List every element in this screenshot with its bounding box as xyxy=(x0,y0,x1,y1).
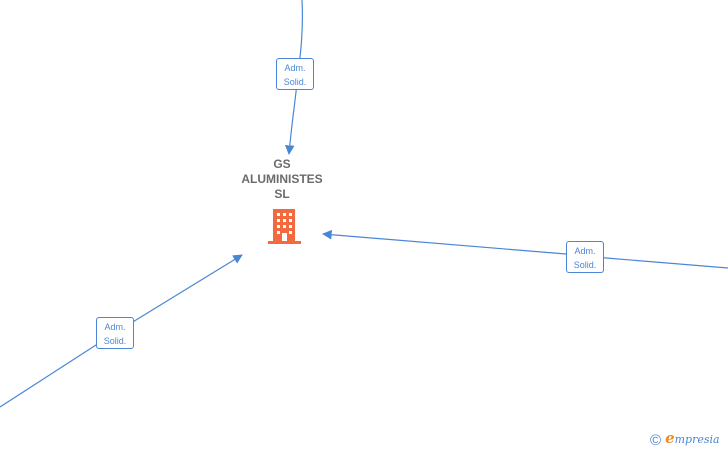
edge-label-left-line-2: Solid. xyxy=(103,336,127,346)
edge-label-top-line-2: Solid. xyxy=(283,77,307,87)
company-name-line-2: ALUMINISTES xyxy=(241,172,323,186)
edge-label-top-line-1: Adm. xyxy=(284,63,306,73)
building-icon[interactable] xyxy=(268,209,301,244)
copyright-icon: © xyxy=(650,431,662,449)
edge-label-right-line-2: Solid. xyxy=(573,260,597,270)
edge-line-right[interactable] xyxy=(322,229,728,269)
edge-line-top[interactable] xyxy=(284,0,303,155)
company-name-line-3: SL xyxy=(274,187,290,201)
brand-name: mpresia xyxy=(674,433,720,446)
empresia-branding[interactable]: ©empresia xyxy=(650,429,720,449)
brand-logo-letter: e xyxy=(665,429,675,447)
edge-label-right-line-1: Adm. xyxy=(574,246,596,256)
edge-label-top[interactable]: Adm. Solid. xyxy=(276,58,314,90)
company-name-line-1: GS xyxy=(273,157,291,171)
edge-label-left-line-1: Adm. xyxy=(104,322,126,332)
edge-label-left[interactable]: Adm. Solid. xyxy=(96,317,134,349)
edge-label-right[interactable]: Adm. Solid. xyxy=(566,241,604,273)
company-node-title[interactable]: GS ALUMINISTES SL xyxy=(222,157,342,202)
